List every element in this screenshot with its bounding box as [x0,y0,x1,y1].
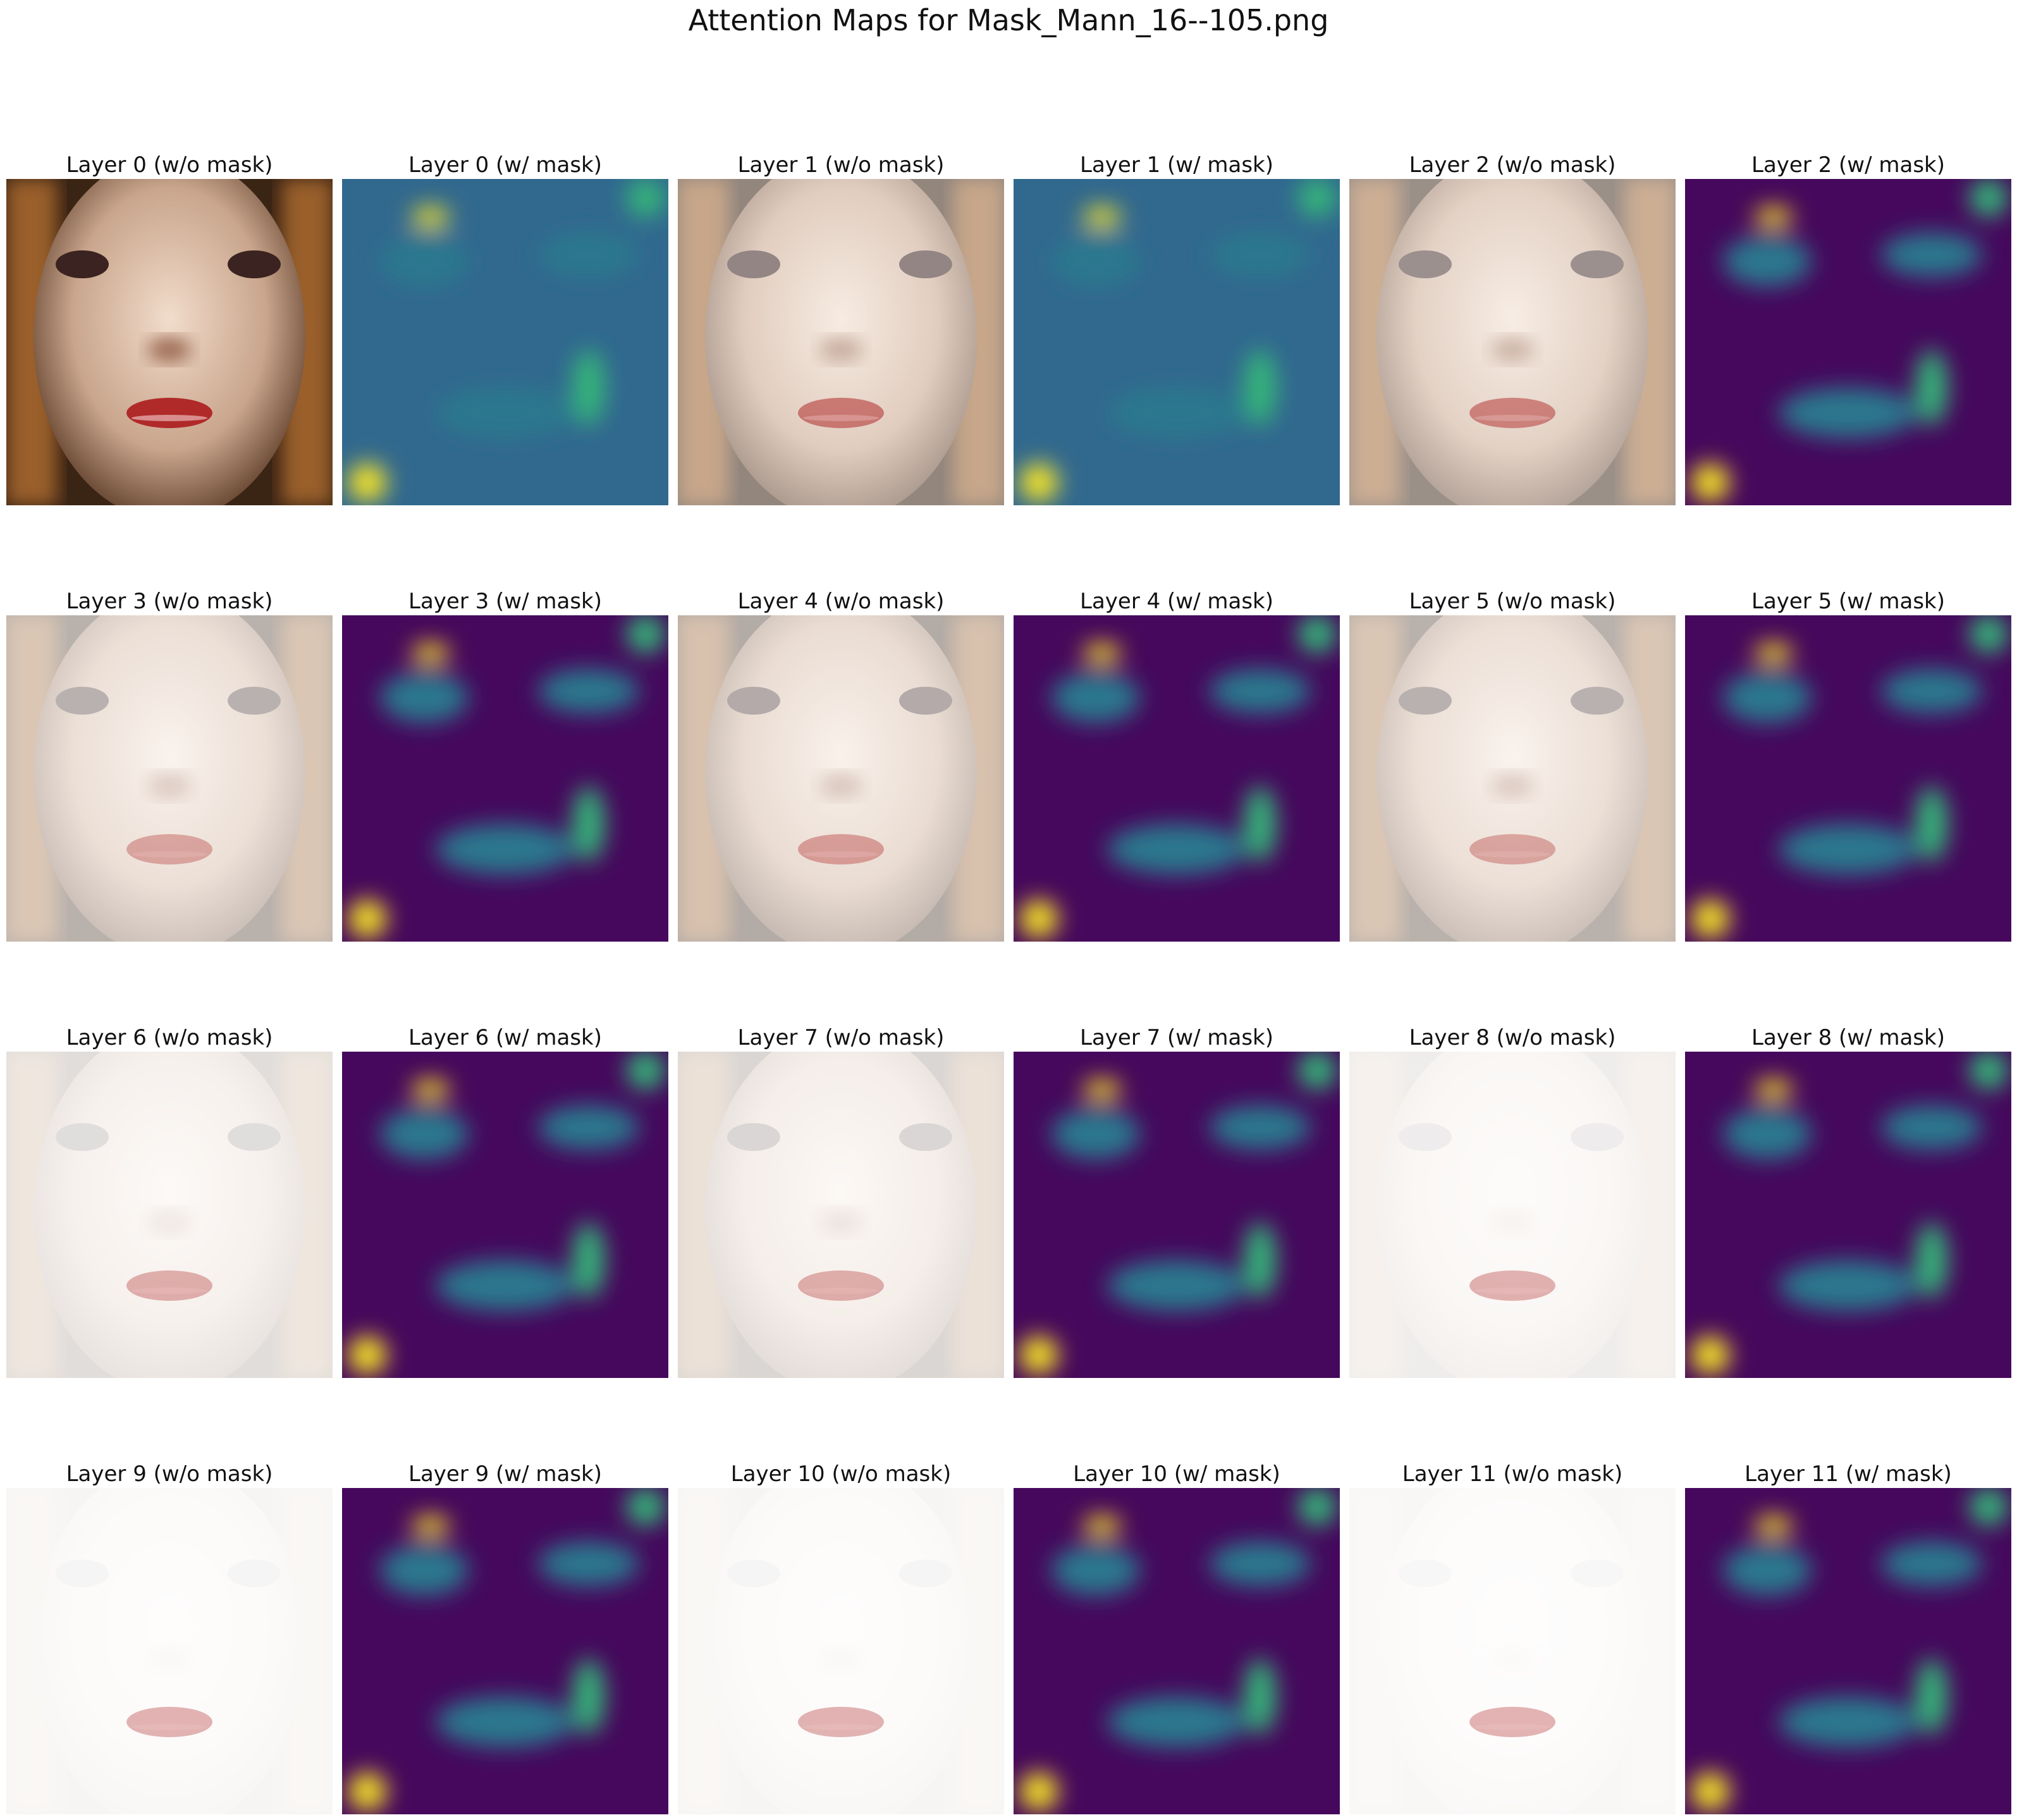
face-overlay-tile [678,179,1004,505]
panel-title: Layer 2 (w/ mask) [1751,152,1945,178]
face-image [678,1488,1004,1814]
heatmap-tile [1685,179,2011,505]
panel-title: Layer 5 (w/ mask) [1751,589,1945,614]
attention-heatmap [1685,615,2011,942]
attention-heatmap [342,1052,668,1378]
panel-title: Layer 1 (w/o mask) [737,152,945,178]
attention-heatmap [1685,179,2011,505]
attention-heatmap [1014,1052,1340,1378]
panel-title: Layer 0 (w/o mask) [66,152,273,178]
panel-title: Layer 3 (w/ mask) [408,589,602,614]
panel-title: Layer 5 (w/o mask) [1409,589,1616,614]
panel-title: Layer 4 (w/ mask) [1080,589,1273,614]
face-image [678,1052,1004,1378]
heatmap-tile [1014,179,1340,505]
panel-title: Layer 8 (w/o mask) [1409,1025,1616,1050]
heatmap-tile [342,1052,668,1378]
figure-title: Attention Maps for Mask_Mann_16--105.png [688,3,1329,37]
face-image [1349,179,1676,505]
heatmap-tile [1014,615,1340,942]
face-overlay-tile [6,179,333,505]
panel-title: Layer 9 (w/ mask) [408,1461,602,1487]
face-image [6,1488,333,1814]
attention-heatmap [342,1488,668,1814]
face-overlay-tile [6,1488,333,1814]
panel-title: Layer 7 (w/o mask) [737,1025,945,1050]
panel-title: Layer 9 (w/o mask) [66,1461,273,1487]
panel-title: Layer 3 (w/o mask) [66,589,273,614]
face-image [678,615,1004,942]
panel-title: Layer 11 (w/o mask) [1402,1461,1623,1487]
face-image [6,1052,333,1378]
heatmap-tile [342,1488,668,1814]
face-image [1349,615,1676,942]
heatmap-tile [1685,1488,2011,1814]
attention-heatmap [342,615,668,942]
face-image [1469,1707,1555,1737]
face-overlay-tile [6,615,333,942]
face-overlay-tile [1349,615,1676,942]
panel-title: Layer 6 (w/ mask) [408,1025,602,1050]
attention-heatmap [342,179,668,505]
heatmap-tile [1685,1052,2011,1378]
face-overlay-tile [6,1052,333,1378]
face-overlay-tile [678,615,1004,942]
heatmap-tile [1685,615,2011,942]
attention-heatmap [1014,1488,1340,1814]
heatmap-tile [1014,1488,1340,1814]
panel-title: Layer 10 (w/o mask) [730,1461,952,1487]
attention-heatmap [1014,179,1340,505]
face-overlay-tile [1349,179,1676,505]
heatmap-tile [342,179,668,505]
face-image [6,179,333,505]
panel-title: Layer 4 (w/o mask) [737,589,945,614]
attention-heatmap [1014,615,1340,942]
panel-title: Layer 2 (w/o mask) [1409,152,1616,178]
face-overlay-tile [1349,1052,1676,1378]
panel-title: Layer 6 (w/o mask) [66,1025,273,1050]
panel-title: Layer 10 (w/ mask) [1073,1461,1280,1487]
face-image [678,179,1004,505]
panel-title: Layer 0 (w/ mask) [408,152,602,178]
face-image [1349,1052,1676,1378]
attention-heatmap [1685,1488,2011,1814]
panel-title: Layer 11 (w/ mask) [1744,1461,1952,1487]
heatmap-tile [342,615,668,942]
panel-title: Layer 7 (w/ mask) [1080,1025,1273,1050]
heatmap-tile [1014,1052,1340,1378]
panel-title: Layer 8 (w/ mask) [1751,1025,1945,1050]
face-overlay-tile [678,1488,1004,1814]
face-overlay-tile [1349,1488,1676,1814]
face-image [6,615,333,942]
face-overlay-tile [678,1052,1004,1378]
panel-title: Layer 1 (w/ mask) [1080,152,1273,178]
attention-heatmap [1685,1052,2011,1378]
